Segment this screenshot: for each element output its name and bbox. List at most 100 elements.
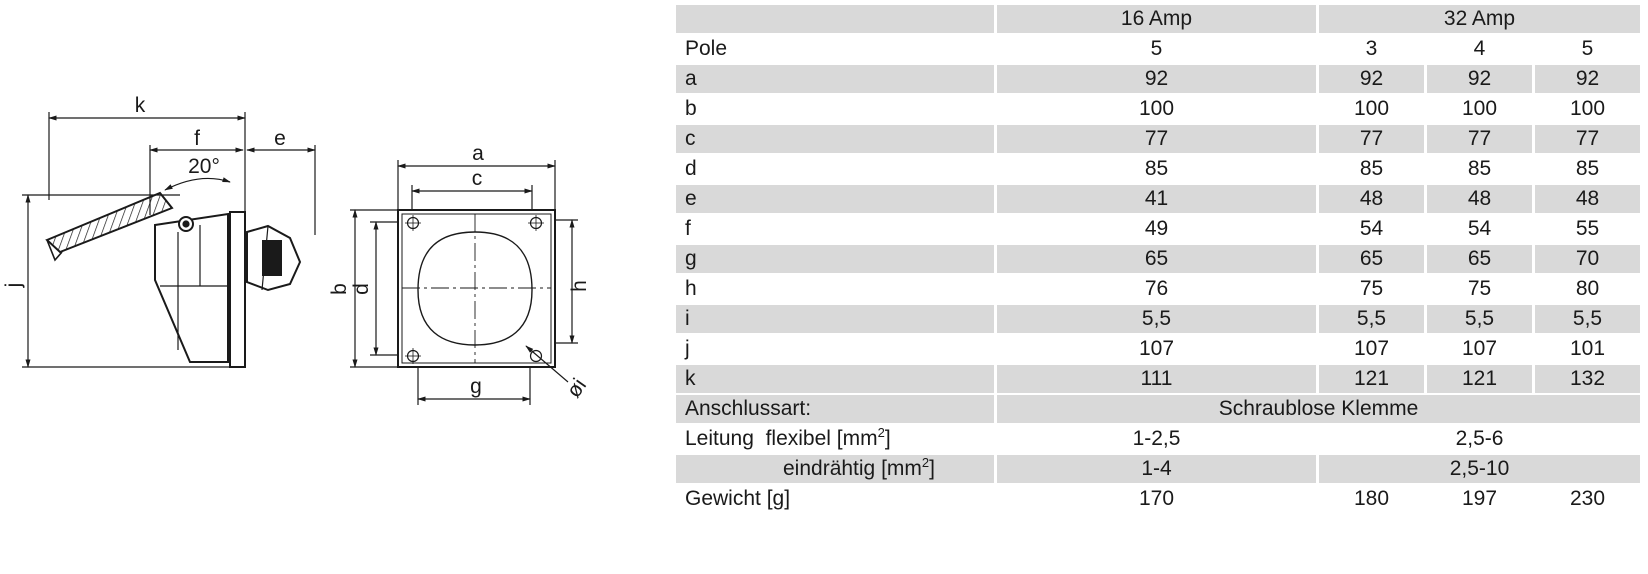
row-label: Anschlussart: [676, 395, 994, 425]
value-32-a: 180 [1319, 485, 1424, 515]
dim-label-g: g [470, 375, 482, 398]
value-32-b: 85 [1427, 155, 1532, 185]
header-row: 16 Amp 32 Amp [676, 5, 1640, 35]
dim-label-e: e [274, 127, 286, 150]
gewicht-row: Gewicht [g] 170 180 197 230 [676, 485, 1640, 515]
header-blank [676, 5, 994, 35]
row-label: a [676, 65, 994, 95]
dim-label-c: c [472, 167, 483, 190]
value-32-b: 77 [1427, 125, 1532, 155]
value-32-c: 48 [1535, 185, 1640, 215]
value-32-c: 92 [1535, 65, 1640, 95]
value-32-a: 75 [1319, 275, 1424, 305]
value-16: 41 [997, 185, 1316, 215]
value-32-c: 230 [1535, 485, 1640, 515]
value-32-a: 100 [1319, 95, 1424, 125]
value-32-c: 100 [1535, 95, 1640, 125]
eindraehtig-row: eindrähtig [mm2] 1-4 2,5-10 [676, 455, 1640, 485]
value-32-c: 85 [1535, 155, 1640, 185]
value-32-c: 5,5 [1535, 305, 1640, 335]
value-32-b: 75 [1427, 275, 1532, 305]
dim-label-a: a [472, 142, 484, 165]
value-32-a: 85 [1319, 155, 1424, 185]
value-32-b: 5,5 [1427, 305, 1532, 335]
value-32-c: 80 [1535, 275, 1640, 305]
value-32-b: 48 [1427, 185, 1532, 215]
dim-label-d: d [350, 283, 373, 295]
row-label: h [676, 275, 994, 305]
value-32-c: 132 [1535, 365, 1640, 395]
value-32-b: 4 [1427, 35, 1532, 65]
dim-label-j: j [2, 283, 25, 289]
row-label: k [676, 365, 994, 395]
row-label: Gewicht [g] [676, 485, 994, 515]
pole-row: Pole 5 3 4 5 [676, 35, 1640, 65]
row-label: b [676, 95, 994, 125]
value-32-b: 107 [1427, 335, 1532, 365]
value-16: 111 [997, 365, 1316, 395]
row-label: i [676, 305, 994, 335]
value-32-b: 54 [1427, 215, 1532, 245]
value-32-b: 92 [1427, 65, 1532, 95]
dim-label-f: f [194, 127, 200, 150]
value-16: 100 [997, 95, 1316, 125]
dim-label-b: b [328, 283, 351, 295]
leitung-label: Leitung flexibel [mm [685, 427, 878, 450]
dim-label-h: h [568, 280, 591, 292]
row-label: f [676, 215, 994, 245]
anschluss-row: Anschlussart: Schraublose Klemme [676, 395, 1640, 425]
value-32-b: 100 [1427, 95, 1532, 125]
value-32-a: 54 [1319, 215, 1424, 245]
value-32-a: 107 [1319, 335, 1424, 365]
value-32-c: 70 [1535, 245, 1640, 275]
side-view: k f e 20° j [2, 94, 316, 368]
header-16-amp: 16 Amp [997, 5, 1316, 35]
value-16: 1-4 [997, 455, 1316, 485]
value-32-a: 65 [1319, 245, 1424, 275]
value-32-a: 48 [1319, 185, 1424, 215]
value-32-c: 5 [1535, 35, 1640, 65]
dim-label-phi-i: øi [562, 375, 591, 403]
row-label: e [676, 185, 994, 215]
eindraehtig-label: eindrähtig [mm [783, 457, 922, 480]
front-view: a c b d h g øi [328, 142, 591, 405]
value-32-b: 197 [1427, 485, 1532, 515]
value-32-c: 55 [1535, 215, 1640, 245]
value-32: 2,5-10 [1319, 455, 1640, 485]
value-16: 5 [997, 35, 1316, 65]
row-label: eindrähtig [mm2] [676, 455, 994, 485]
value-16: 49 [997, 215, 1316, 245]
row-label: d [676, 155, 994, 185]
row-label: c [676, 125, 994, 155]
value-16: 1-2,5 [997, 425, 1316, 455]
unit-superscript: 2 [921, 455, 930, 470]
value-32-c: 77 [1535, 125, 1640, 155]
row-label: j [676, 335, 994, 365]
dim-label-angle: 20° [188, 155, 220, 178]
value-32-a: 77 [1319, 125, 1424, 155]
row-label: g [676, 245, 994, 275]
value-16: 77 [997, 125, 1316, 155]
technical-drawing: k f e 20° j [0, 0, 640, 574]
header-32-amp: 32 Amp [1319, 5, 1640, 35]
row-label: Leitung flexibel [mm2] [676, 425, 994, 455]
value-16: 85 [997, 155, 1316, 185]
value-32-a: 92 [1319, 65, 1424, 95]
value-32-a: 3 [1319, 35, 1424, 65]
value-32-c: 101 [1535, 335, 1640, 365]
value-32-a: 121 [1319, 365, 1424, 395]
row-label: Pole [676, 35, 994, 65]
value-16: 170 [997, 485, 1316, 515]
dim-label-k: k [135, 94, 146, 117]
value-32: 2,5-6 [1319, 425, 1640, 455]
